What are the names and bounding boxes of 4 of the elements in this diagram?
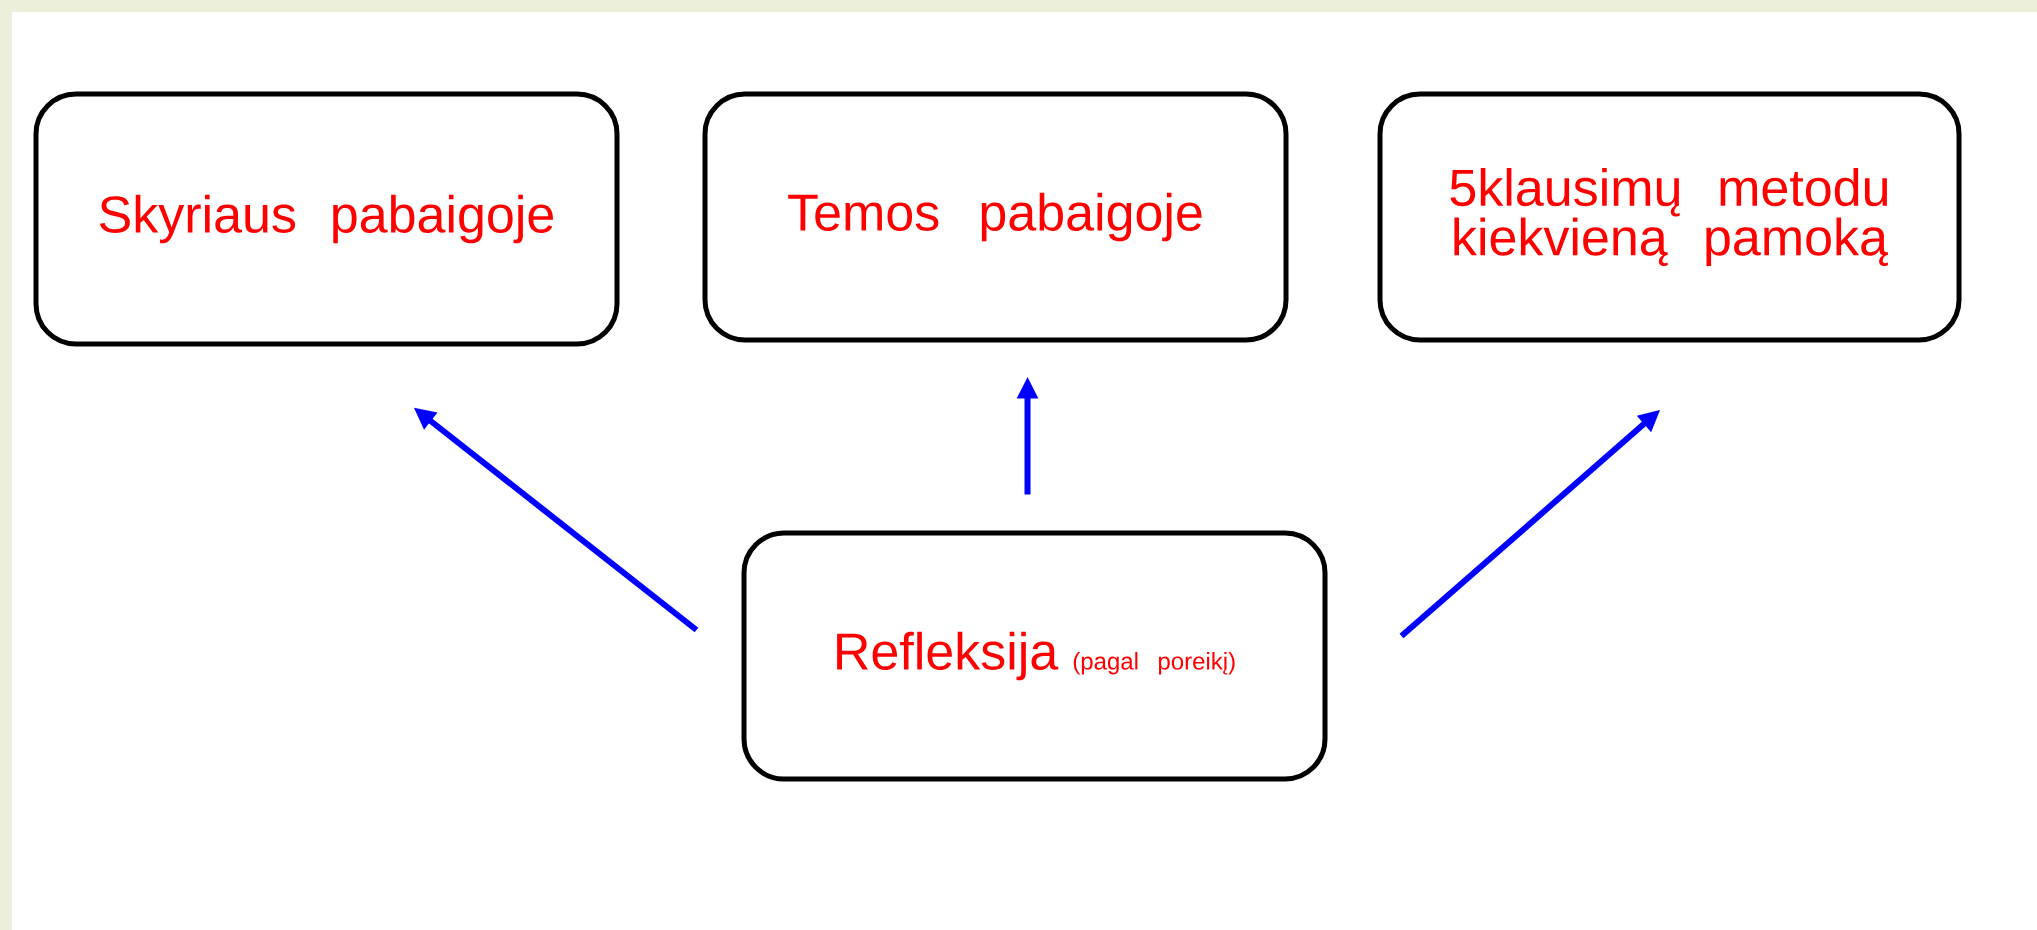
- rounded-box: Skyriaus pabaigoje: [33, 91, 620, 347]
- rounded-box: 5klausimų metodu kiekvieną pamoką: [1377, 91, 1962, 343]
- rounded-box: Refleksija (pagal poreikį): [741, 530, 1328, 782]
- rounded-box: Temos pabaigoje: [702, 91, 1289, 343]
